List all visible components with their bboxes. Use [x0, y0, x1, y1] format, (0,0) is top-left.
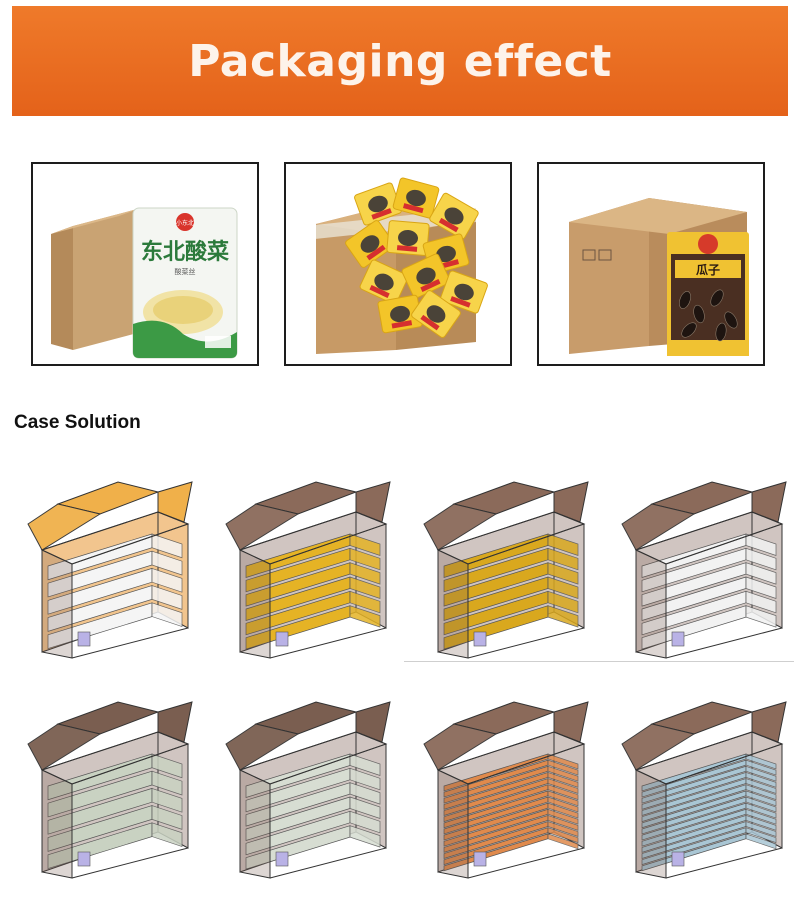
- product-photo-yellow-sachets: [284, 162, 512, 366]
- seed-bag-title: 瓜子: [696, 263, 720, 277]
- case-item-side: [151, 787, 183, 813]
- case-item-side: [349, 796, 381, 819]
- case-item-side: [745, 827, 777, 844]
- product-photo-sunflower-seeds: 瓜子: [537, 162, 765, 366]
- case-white-trays: [602, 452, 798, 662]
- case-item-side: [151, 770, 183, 796]
- case-item-side: [547, 796, 579, 813]
- case-item-side: [349, 576, 381, 599]
- product-photo-pickled-cabbage: 小东北 东北酸菜 酸菜丝: [31, 162, 259, 366]
- case-item-side: [745, 771, 777, 788]
- case-item-side: [547, 827, 579, 844]
- sachet: [354, 182, 402, 226]
- case-item-side: [745, 590, 777, 614]
- case-item-side: [745, 562, 777, 585]
- case-item-side: [547, 753, 579, 770]
- sachet: [440, 270, 488, 314]
- case-item-side: [349, 782, 381, 805]
- case-item-side: [151, 602, 183, 628]
- case-gold-packs: [404, 452, 600, 662]
- case-item-side: [151, 585, 183, 610]
- sachet: [401, 253, 451, 299]
- case-item-side: [349, 753, 381, 776]
- case-item-side: [745, 605, 777, 628]
- case-item-side: [547, 808, 579, 825]
- case-item-side: [151, 753, 183, 779]
- case-item-side: [745, 790, 777, 807]
- case-item-side: [745, 808, 777, 825]
- case-item-side: [547, 765, 579, 782]
- sachet: [386, 220, 430, 256]
- sachet: [392, 177, 440, 219]
- case-item-side: [151, 822, 183, 848]
- case-item-side: [349, 767, 381, 791]
- case-item-side: [349, 547, 381, 571]
- case-gold-bags: [206, 452, 402, 662]
- case-item-side: [547, 821, 579, 837]
- sachet: [429, 192, 479, 240]
- case-item-side: [349, 590, 381, 614]
- bag-title: 东北酸菜: [141, 239, 229, 265]
- sachet: [411, 290, 461, 338]
- case-item-side: [547, 576, 579, 599]
- case-sage-blocks: [206, 672, 402, 882]
- case-item-side: [151, 805, 183, 830]
- case-item-side: [745, 547, 777, 571]
- case-item-side: [547, 814, 579, 831]
- case-orange-bottles: [8, 452, 204, 662]
- case-solution-title: Case Solution: [14, 412, 141, 433]
- case-item-side: [547, 590, 579, 614]
- case-sage-bags: [8, 672, 204, 882]
- case-item-side: [349, 605, 381, 628]
- case-item-side: [745, 753, 777, 770]
- case-item-side: [745, 784, 777, 801]
- case-item-side: [349, 825, 381, 848]
- case-item-side: [151, 550, 183, 576]
- case-item-side: [547, 759, 579, 776]
- case-item-side: [745, 821, 777, 837]
- case-item-side: [745, 576, 777, 599]
- banner-title: Packaging effect: [188, 35, 612, 87]
- sachet: [345, 220, 395, 268]
- packaging-effect-banner: Packaging effect: [12, 6, 788, 116]
- case-item-side: [349, 810, 381, 834]
- case-item-side: [745, 802, 777, 819]
- case-item-side: [745, 533, 777, 556]
- case-orange-strips: [404, 672, 600, 882]
- sachet: [377, 294, 423, 334]
- case-item-side: [547, 605, 579, 628]
- case-item-side: [547, 802, 579, 819]
- case-item-side: [547, 833, 579, 850]
- case-item-side: [745, 833, 777, 850]
- case-item-side: [349, 533, 381, 556]
- case-blue-sheets: [602, 672, 798, 882]
- row-divider: [404, 661, 794, 662]
- case-item-side: [745, 796, 777, 813]
- case-item-side: [547, 790, 579, 807]
- case-item-side: [547, 533, 579, 556]
- case-item-side: [151, 533, 183, 559]
- case-item-side: [745, 759, 777, 776]
- case-item-side: [745, 814, 777, 831]
- case-item-side: [547, 562, 579, 585]
- bag-brand: 小东北: [176, 219, 194, 227]
- case-item-side: [745, 765, 777, 782]
- case-item-side: [547, 778, 579, 794]
- case-item-side: [151, 567, 183, 593]
- case-item-side: [349, 562, 381, 585]
- case-item-side: [547, 771, 579, 788]
- case-item-side: [745, 778, 777, 794]
- case-item-side: [547, 784, 579, 801]
- bag-subtitle: 酸菜丝: [175, 267, 196, 276]
- case-item-side: [547, 547, 579, 571]
- sachet: [359, 259, 409, 305]
